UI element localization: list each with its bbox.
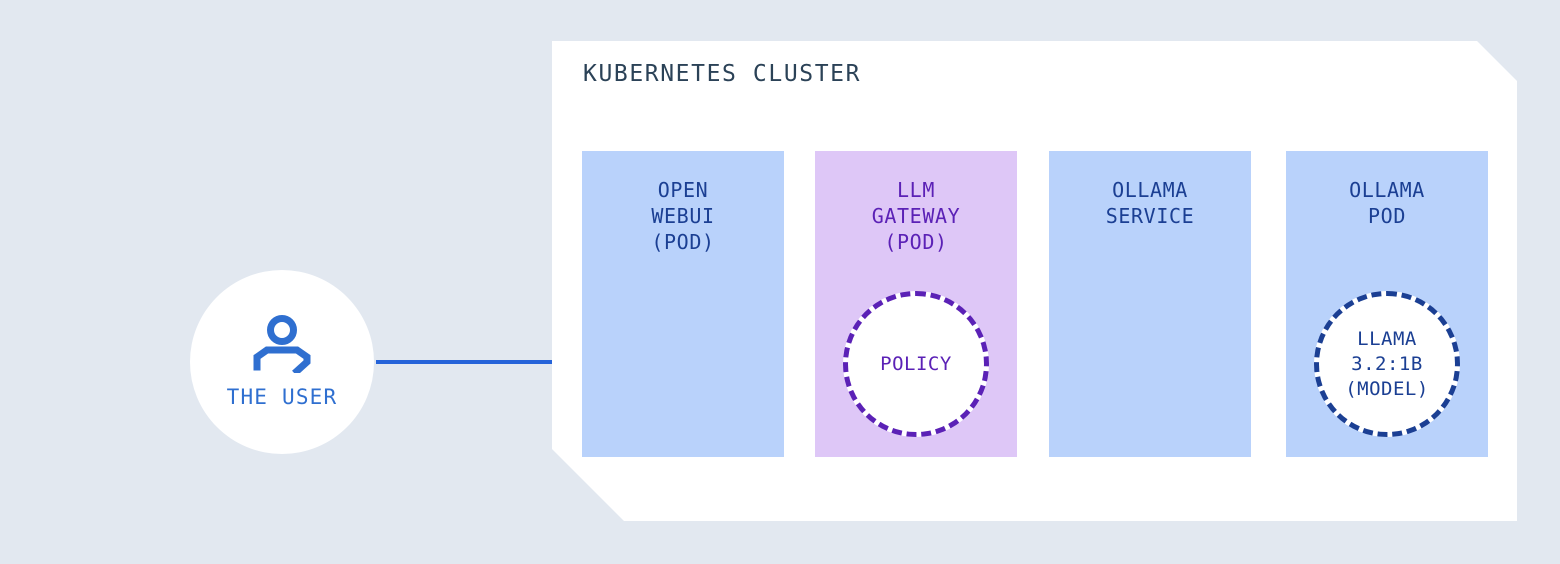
node-ollama-pod[interactable]: OLLAMA POD LLAMA 3.2:1B (MODEL) [1286,151,1488,457]
user-label: THE USER [226,385,338,409]
node-ollama-service-label: OLLAMA SERVICE [1105,178,1195,228]
node-open-webui-label: OPEN WEBUI (POD) [651,178,715,254]
node-open-webui[interactable]: OPEN WEBUI (POD) [582,151,784,457]
node-llm-gateway-label: LLM GATEWAY (POD) [871,178,961,254]
node-ollama-pod-label: OLLAMA POD [1349,178,1425,228]
node-ollama-service[interactable]: OLLAMA SERVICE [1049,151,1251,457]
node-llm-gateway[interactable]: LLM GATEWAY (POD) POLICY [815,151,1017,457]
model-badge[interactable]: LLAMA 3.2:1B (MODEL) [1314,291,1460,437]
user-icon [253,315,311,373]
connector-user-to-webui [376,360,552,364]
policy-badge[interactable]: POLICY [843,291,989,437]
user-node[interactable]: THE USER [190,270,374,454]
cluster-title: KUBERNETES CLUSTER [583,61,862,87]
